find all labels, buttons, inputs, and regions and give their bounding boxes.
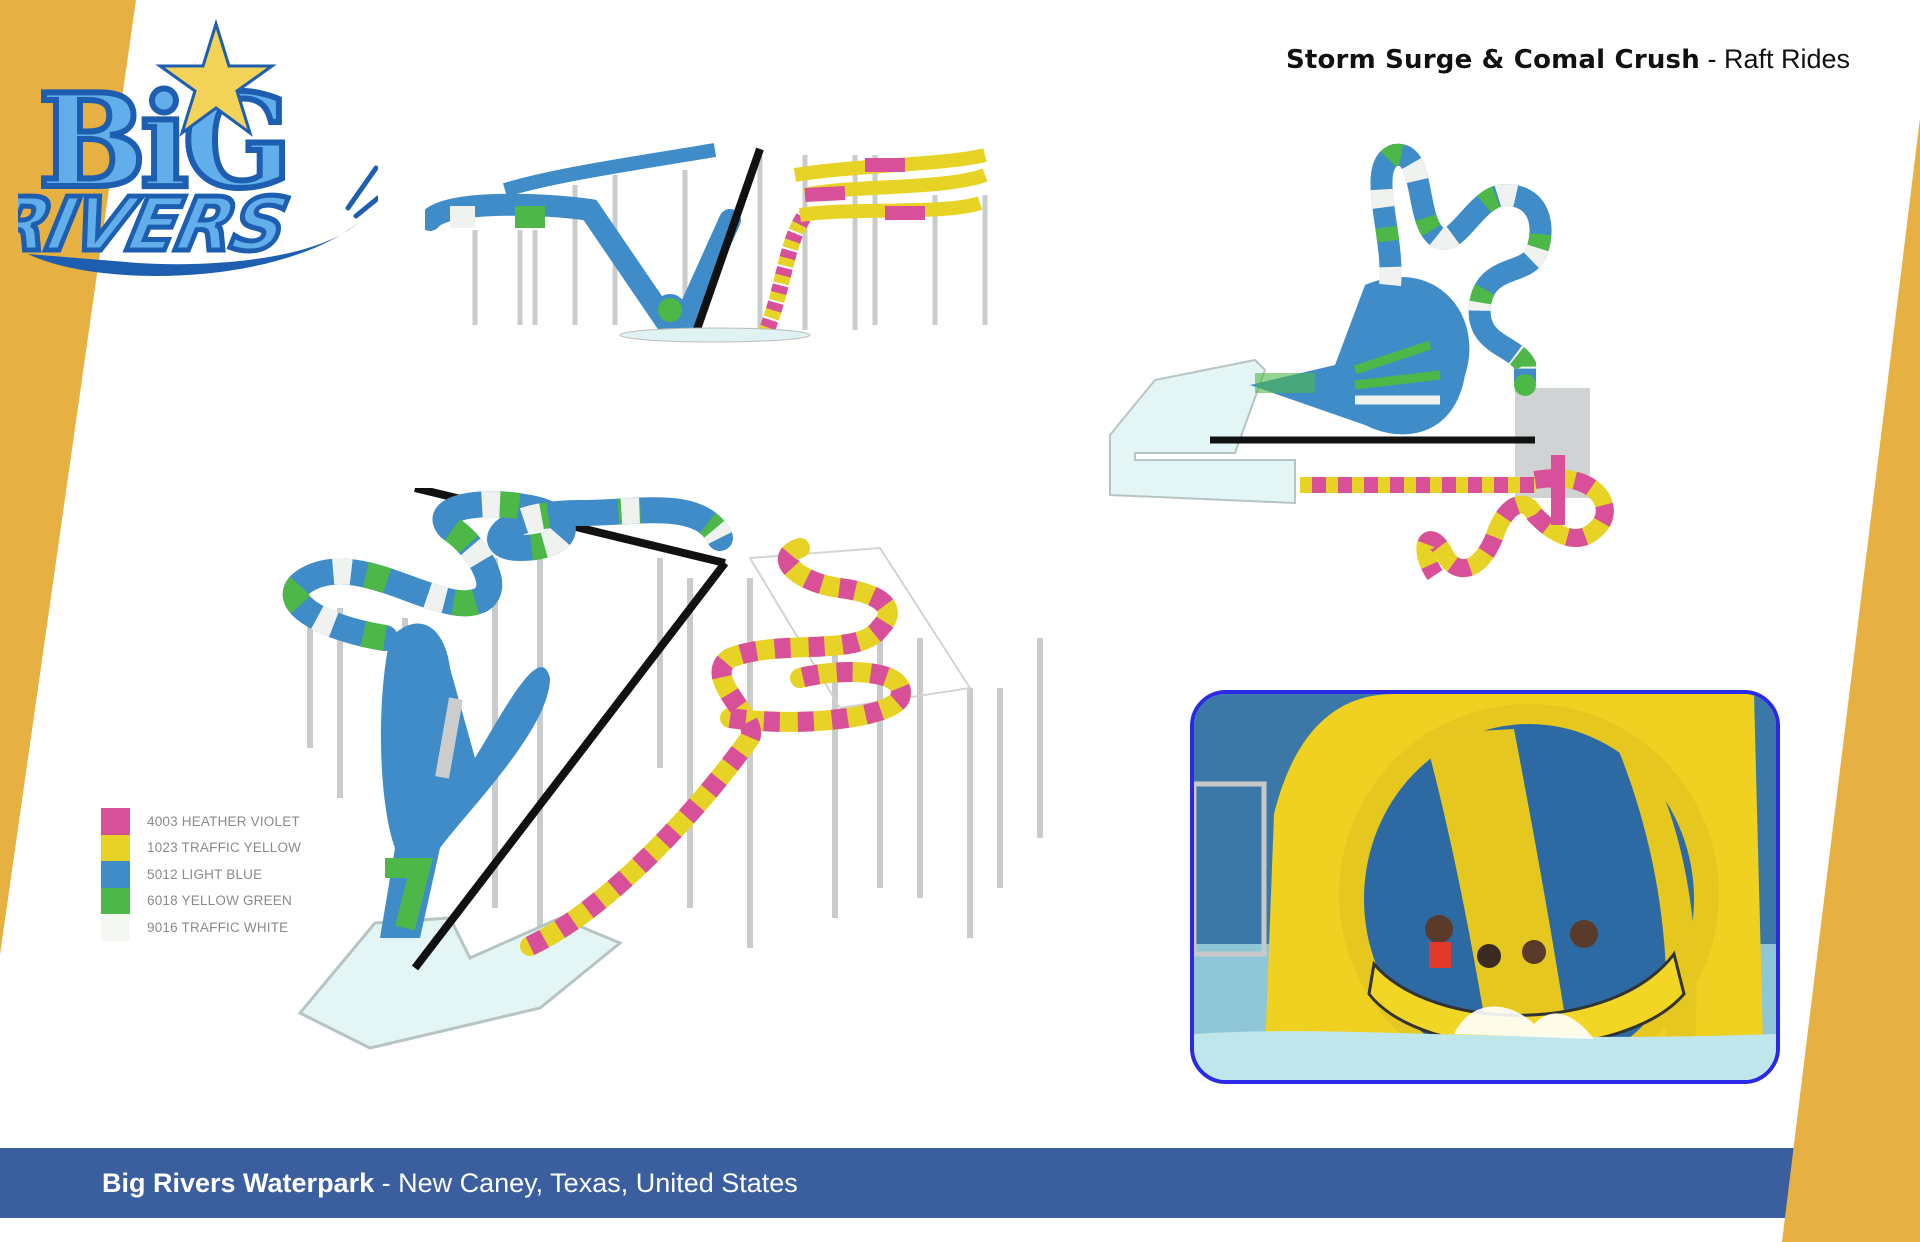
- legend-item: 1023 TRAFFIC YELLOW: [101, 834, 302, 861]
- footer-band: [0, 1148, 1800, 1218]
- footer-location: - New Caney, Texas, United States: [374, 1168, 798, 1198]
- right-accent-band: [1782, 118, 1920, 1242]
- legend-label: 5012 LIGHT BLUE: [147, 866, 263, 882]
- elevation-view-drawing: [419, 135, 1045, 345]
- legend-item: 4003 HEATHER VIOLET: [101, 808, 301, 835]
- color-legend: 4003 HEATHER VIOLET 1023 TRAFFIC YELLOW …: [101, 808, 301, 941]
- legend-label: 6018 YELLOW GREEN: [147, 893, 292, 909]
- legend-swatch-heather-violet: [101, 808, 130, 835]
- plan-view-drawing: [1105, 135, 1655, 615]
- svg-text:BiG: BiG: [38, 67, 286, 217]
- legend-swatch-traffic-white: [101, 914, 130, 941]
- legend-swatch-yellow-green: [101, 887, 130, 914]
- legend-label: 9016 TRAFFIC WHITE: [147, 919, 289, 935]
- footer-caption: Big Rivers Waterpark - New Caney, Texas,…: [102, 1168, 798, 1199]
- legend-item: 6018 YELLOW GREEN: [101, 887, 301, 914]
- big-rivers-logo: BiG RIVERS: [0, 18, 381, 283]
- left-accent-band: [0, 0, 136, 955]
- raft-ride-photo: [1190, 690, 1780, 1084]
- legend-swatch-light-blue: [101, 861, 130, 888]
- legend-label: 1023 TRAFFIC YELLOW: [147, 840, 302, 856]
- footer-park-name: Big Rivers Waterpark: [102, 1168, 375, 1198]
- legend-item: 5012 LIGHT BLUE: [101, 861, 301, 888]
- page-title: Storm Surge & Comal Crush - Raft Rides: [1286, 44, 1850, 75]
- legend-item: 9016 TRAFFIC WHITE: [101, 914, 301, 941]
- title-ride-names: Storm Surge & Comal Crush: [1285, 45, 1700, 75]
- title-ride-type: - Raft Rides: [1699, 44, 1850, 74]
- perspective-view-drawing: [280, 484, 1140, 1053]
- legend-label: 4003 HEATHER VIOLET: [147, 813, 300, 829]
- logo-big-text: BiG: [35, 64, 295, 220]
- star-icon: [155, 18, 277, 137]
- logo-rivers-text: RIVERS: [18, 182, 294, 268]
- legend-swatch-traffic-yellow: [101, 834, 130, 861]
